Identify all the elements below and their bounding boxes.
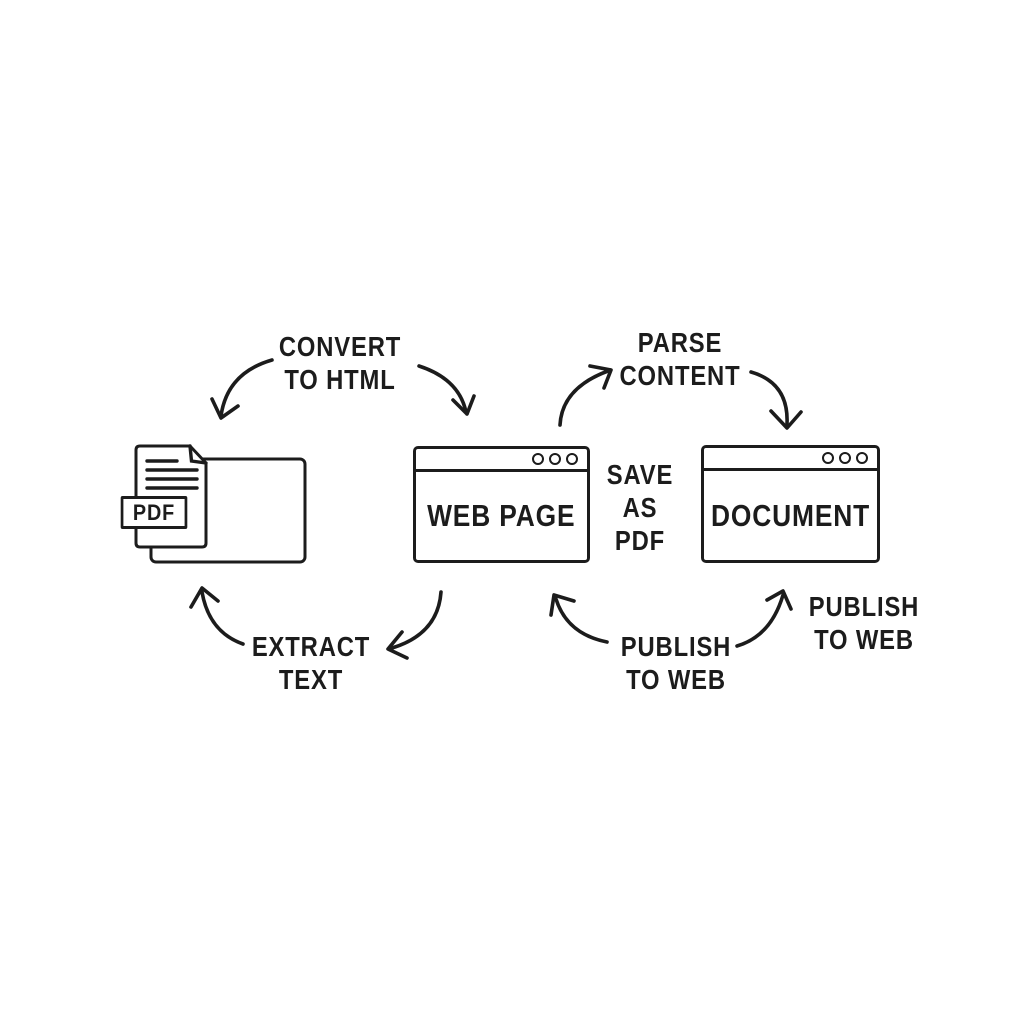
window-control-dot-icon [856, 452, 868, 464]
arrow-convert-to-webpage-icon [417, 364, 476, 416]
label-extract-text: EXTRACT TEXT [251, 631, 371, 695]
label-parse-content: PARSE CONTENT [619, 327, 741, 391]
window-control-dot-icon [532, 453, 544, 465]
arrow-extract-to-pdf-icon [189, 586, 245, 646]
folded-corner-shape [188, 444, 208, 465]
arrow-webpage-to-extract-icon [386, 590, 443, 660]
window-control-dot-icon [839, 452, 851, 464]
node-document: DOCUMENT [701, 445, 880, 563]
window-body: DOCUMENT [704, 471, 877, 560]
window-control-dot-icon [549, 453, 561, 465]
window-titlebar [416, 449, 587, 472]
label-save-as-pdf: SAVE AS PDF [606, 459, 674, 556]
arrow-publish-to-document-icon [735, 589, 793, 648]
arrow-parse-to-document-icon [749, 370, 803, 430]
arrow-webpage-to-parse-icon [558, 364, 613, 427]
window-control-dot-icon [822, 452, 834, 464]
node-web-page: WEB PAGE [413, 446, 590, 563]
label-convert-to-html: CONVERT TO HTML [278, 331, 402, 395]
window-control-dot-icon [566, 453, 578, 465]
window-body: WEB PAGE [416, 472, 587, 560]
arrow-convert-to-pdf-icon [210, 358, 274, 420]
window-titlebar [704, 448, 877, 471]
document-title: DOCUMENT [710, 497, 871, 533]
web-page-title: WEB PAGE [427, 498, 576, 533]
label-publish-to-web-right: PUBLISH TO WEB [808, 591, 920, 655]
arrow-publish-to-webpage-icon [549, 593, 609, 644]
label-publish-to-web-center: PUBLISH TO WEB [620, 631, 732, 695]
pdf-badge: PDF [120, 496, 188, 529]
